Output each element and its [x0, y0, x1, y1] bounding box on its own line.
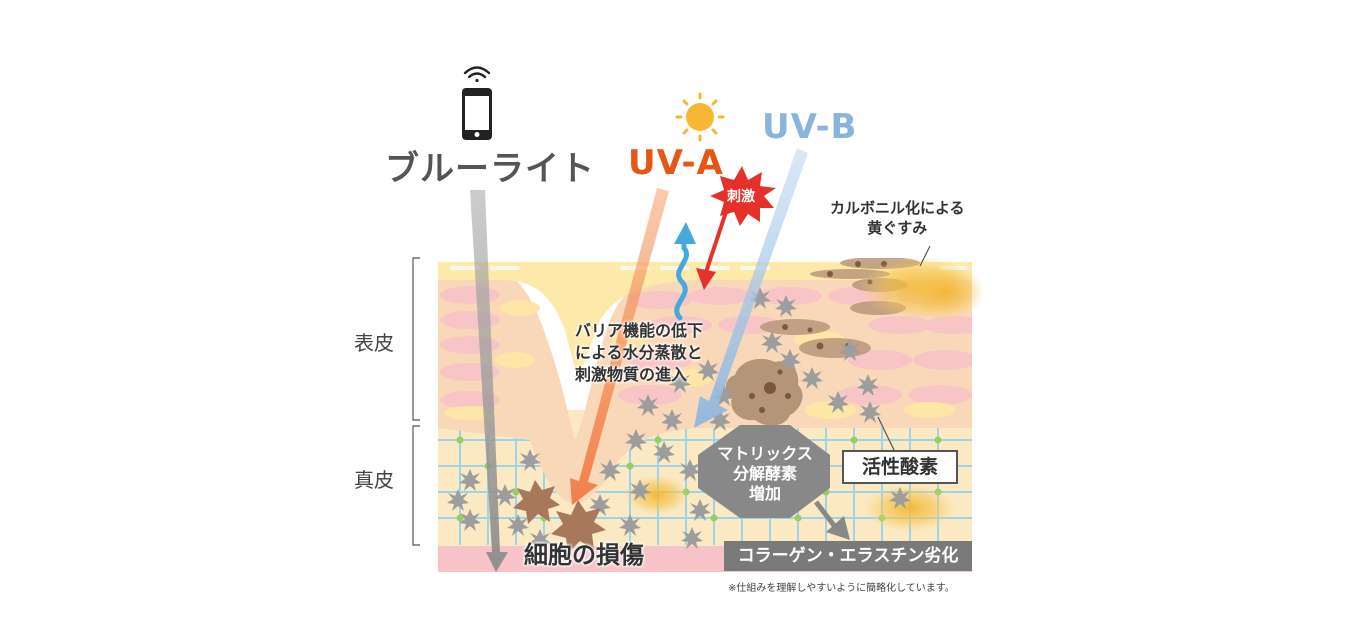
- stimulus-burst-icon: [710, 166, 776, 226]
- epidermis-label: 表皮: [354, 331, 394, 355]
- wifi-icon: [463, 66, 491, 83]
- smartphone-icon: [462, 88, 492, 140]
- uvb-label: UV-B: [762, 107, 858, 147]
- sun-icon: [675, 92, 725, 142]
- cell-damage-label: 細胞の損傷: [524, 541, 644, 569]
- ros-pointer: [877, 416, 895, 451]
- carbonyl-yellowing-label: カルボニル化による 黄ぐすみ: [830, 199, 965, 237]
- layer-brackets: [412, 257, 420, 546]
- yellowing-glow: [905, 264, 985, 320]
- reactive-oxygen-label: 活性酸素: [842, 450, 958, 484]
- stimulus-label: 刺激: [727, 189, 755, 205]
- uvb-arrow: [694, 148, 808, 428]
- blue-light-arrow: [470, 190, 508, 572]
- barrier-function-label: バリア機能の低下 による水分蒸散と 刺激物質の進入: [575, 321, 704, 384]
- stimulus-arrow: [696, 211, 728, 290]
- degradation-arrow: [814, 500, 850, 540]
- collagen-elastin-label: コラーゲン・エラスチン劣化: [724, 541, 972, 571]
- matrix-enzyme-octagon: [698, 425, 830, 518]
- uva-arrow: [570, 188, 669, 505]
- carbonyl-pointer: [919, 245, 931, 267]
- blue-light-label: ブルーライト: [385, 149, 595, 189]
- water-evaporation-arrow: [674, 222, 696, 321]
- damaged-cell-icon: [513, 480, 606, 553]
- dermis-label: 真皮: [354, 468, 394, 492]
- uva-label: UV-A: [628, 143, 724, 183]
- matrix-enzyme-label: マトリックス 分解酵素 増加: [717, 444, 813, 503]
- footnote: ※仕組みを理解しやすいように簡略化しています。: [728, 583, 955, 594]
